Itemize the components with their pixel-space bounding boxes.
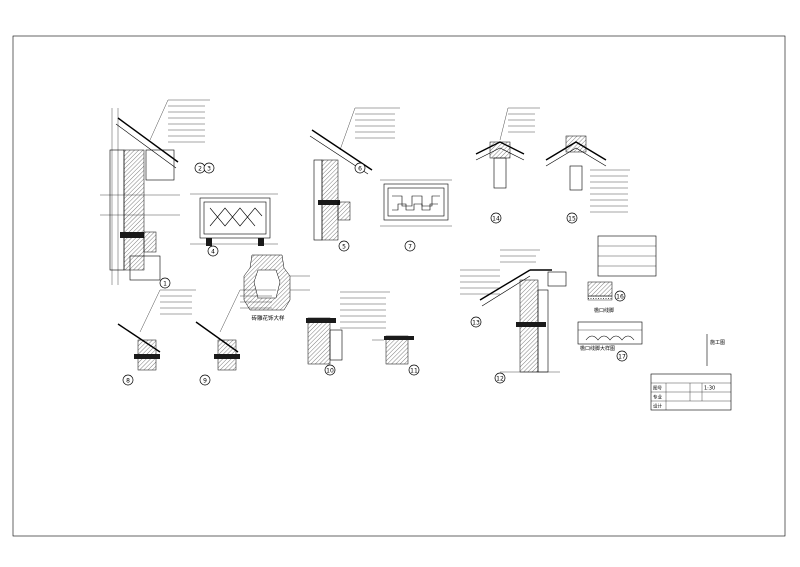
detail-17: 檐口线脚大样图 17 — [577, 321, 643, 362]
detail-1-wall-section: 1 — [100, 99, 210, 289]
detail-1-tag: 1 — [159, 277, 171, 289]
title-row4: 设计 — [653, 403, 662, 410]
detail-3-number: 3 — [207, 166, 211, 173]
detail-15-ridge: 15 — [545, 135, 630, 224]
side-note: 施工图 — [710, 339, 725, 346]
detail-12-13-section: 13 12 — [460, 249, 567, 384]
title-block: 施工图 图号 1:30 专业 设计 — [650, 334, 732, 411]
detail-4-tag: 4 — [207, 245, 219, 257]
svg-text:10: 10 — [326, 368, 334, 375]
title-label-a: 图号 — [653, 386, 662, 392]
detail-7-lattice: 7 — [380, 179, 452, 252]
ornament-caption: 砖雕花饰大样 — [251, 314, 285, 322]
detail-7-number: 7 — [408, 244, 412, 251]
detail-2-3-ornament: 2 3 — [190, 162, 278, 246]
detail-15-number: 15 — [568, 216, 576, 223]
svg-text:9: 9 — [203, 378, 207, 385]
detail-11: 11 — [372, 335, 420, 376]
detail-10: 10 — [306, 291, 390, 376]
detail-17-caption: 檐口线脚大样图 — [580, 345, 615, 352]
ornament-section: 砖雕花饰大样 — [243, 254, 310, 322]
detail-2-number: 2 — [198, 166, 202, 173]
title-row3: 专业 — [653, 394, 662, 401]
svg-text:11: 11 — [410, 368, 418, 375]
detail-5-6-section: 6 5 — [309, 107, 400, 252]
detail-16-legend: 16 檐口线脚 — [587, 235, 657, 314]
svg-text:8: 8 — [126, 378, 130, 385]
detail-5-number: 5 — [342, 244, 346, 251]
sheet-border — [12, 35, 786, 537]
detail-14-number: 14 — [492, 216, 500, 223]
title-scale: 1:30 — [704, 386, 715, 392]
detail-8: 8 — [117, 289, 196, 386]
detail-13-number: 13 — [472, 320, 480, 327]
detail-6-number: 6 — [358, 166, 362, 173]
detail-14-ridge: 14 — [475, 107, 540, 224]
svg-text:16: 16 — [616, 294, 624, 301]
detail-12-number: 12 — [496, 376, 504, 383]
detail-16-caption: 檐口线脚 — [594, 307, 614, 314]
svg-text:4: 4 — [211, 249, 215, 256]
detail-1-number: 1 — [163, 281, 167, 288]
svg-text:17: 17 — [618, 354, 626, 361]
detail-9: 9 — [195, 289, 276, 386]
